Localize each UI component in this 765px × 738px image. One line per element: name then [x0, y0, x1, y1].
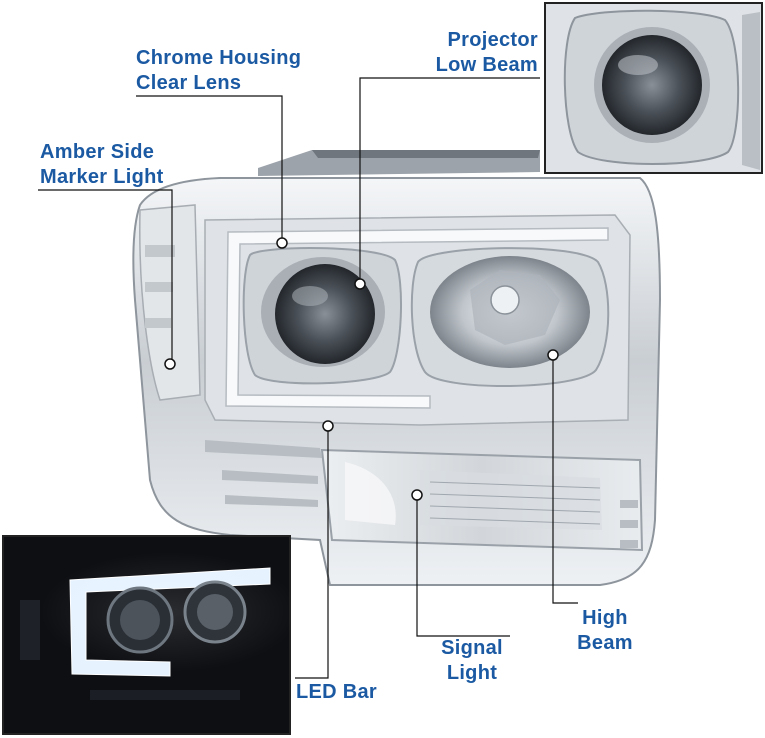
amber-side-line1: Amber Side	[40, 141, 155, 163]
signal-line2: Light	[446, 662, 498, 684]
marker-high-beam	[547, 349, 559, 361]
callout-markers	[164, 237, 559, 501]
projector-line2: Low Beam	[435, 54, 538, 76]
marker-projector	[354, 278, 366, 290]
marker-signal	[411, 489, 423, 501]
led-bar-line1: LED Bar	[296, 681, 378, 703]
chrome-housing-line2: Clear Lens	[136, 72, 242, 94]
marker-led-bar	[322, 420, 334, 432]
projector-closeup-inset	[544, 2, 763, 174]
marker-amber-side	[164, 358, 176, 370]
signal-light-label: Signal Light	[430, 636, 514, 686]
high-beam-label: High Beam	[565, 606, 645, 656]
signal-line1: Signal	[441, 637, 503, 659]
chrome-housing-line1: Chrome Housing	[136, 47, 302, 69]
chrome-housing-label: Chrome Housing Clear Lens	[136, 46, 301, 96]
marker-chrome-housing	[276, 237, 288, 249]
high-beam-line2: Beam	[577, 632, 633, 654]
amber-side-line2: Marker Light	[40, 166, 164, 188]
night-led-inset	[2, 535, 300, 735]
amber-side-marker-label: Amber Side Marker Light	[40, 140, 164, 190]
high-beam-line1: High	[582, 607, 628, 629]
leader-lines	[38, 77, 578, 679]
projector-line1: Projector	[447, 29, 538, 51]
projector-low-beam-label: Projector Low Beam	[400, 28, 538, 78]
led-bar-label: LED Bar	[296, 680, 377, 705]
headlight-assembly	[132, 150, 662, 586]
